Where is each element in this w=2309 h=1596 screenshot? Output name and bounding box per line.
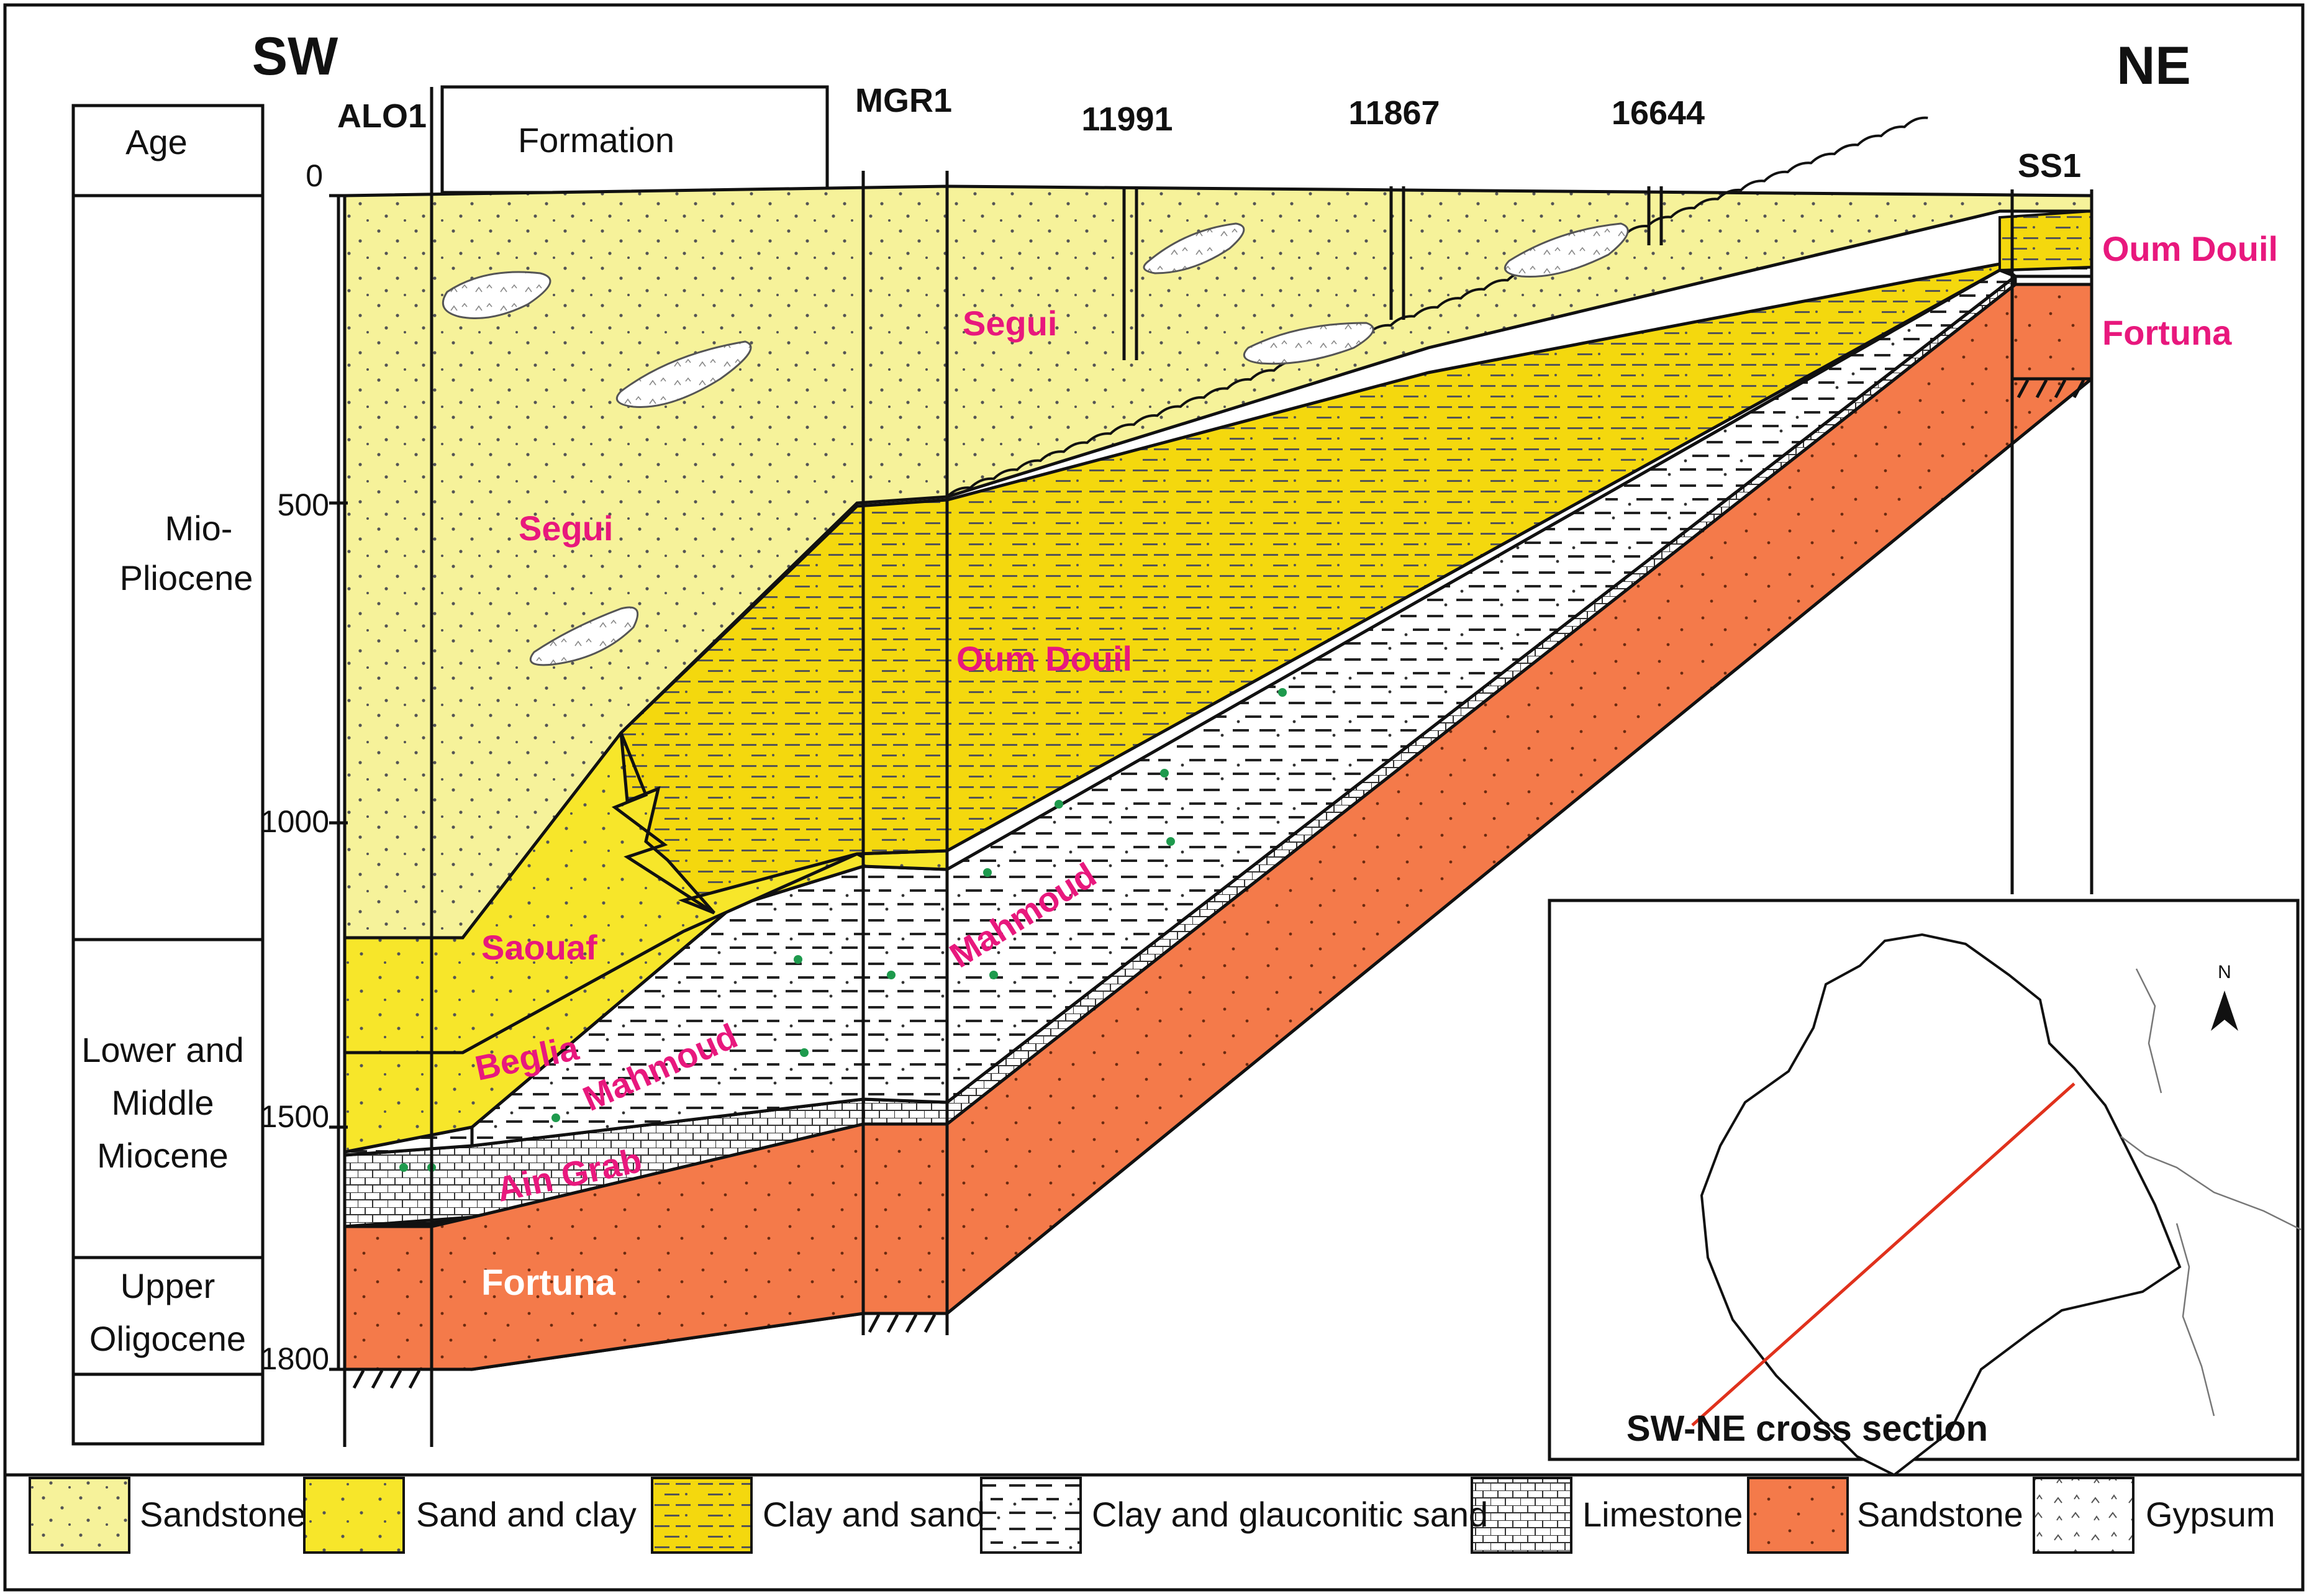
formation-label-saouaf: Saouaf xyxy=(481,928,597,967)
age-header: Age xyxy=(125,122,188,161)
direction-sw: SW xyxy=(252,27,338,86)
legend-label-clay-sand: Clay and sand xyxy=(763,1495,985,1534)
inset-drainage-lines xyxy=(2120,968,2302,1417)
depth-tick-label: 1500 xyxy=(260,1099,329,1134)
formation-label-oum-douil-ss1: Oum Douil xyxy=(2102,229,2278,268)
age-lm-line1: Lower and xyxy=(81,1030,244,1069)
north-arrow-icon xyxy=(2211,991,2238,1031)
depth-tick-label: 1000 xyxy=(260,804,329,839)
well-label-16644: 16644 xyxy=(1612,94,1705,132)
formation-label-oum-douil: Oum Douil xyxy=(956,639,1132,678)
inset-section-line xyxy=(1691,1082,2075,1426)
depth-tick-label: 1800 xyxy=(260,1341,329,1376)
age-lm-line3: Miocene xyxy=(97,1136,229,1175)
depth-axis xyxy=(329,194,348,1371)
legend xyxy=(5,1473,2303,1554)
age-mio-line2: Pliocene xyxy=(120,558,253,597)
figure-frame xyxy=(3,3,2305,1592)
formation-label-segui-mgr1: Segui xyxy=(963,304,1057,343)
well-columns xyxy=(343,87,2094,1447)
inset-map: N xyxy=(1548,899,2302,1477)
age-uo-line2: Oligocene xyxy=(89,1319,246,1358)
inset-north-label: N xyxy=(2218,962,2231,982)
formation-label-segui-alo1: Segui xyxy=(519,509,613,548)
direction-ne: NE xyxy=(2116,36,2190,96)
formation-header: Formation xyxy=(518,120,674,160)
legend-label-sandstone: Sandstone xyxy=(140,1495,306,1534)
gypsum-lenses xyxy=(442,222,1629,666)
formation-label-fortuna-ss1: Fortuna xyxy=(2102,313,2232,352)
inset-caption: SW-NE cross section xyxy=(1626,1408,1988,1449)
age-uo-line1: Upper xyxy=(120,1266,215,1305)
age-lm-line2: Middle xyxy=(112,1083,214,1122)
age-mio-line1: Mio- xyxy=(165,509,233,548)
well-label-11867: 11867 xyxy=(1348,94,1440,132)
well-label-ss1: SS1 xyxy=(2018,147,2081,184)
age-column xyxy=(71,104,265,1446)
depth-tick-label: 500 xyxy=(278,487,329,522)
well-base-hatches xyxy=(345,377,2092,1389)
legend-label-sand-clay: Sand and clay xyxy=(416,1495,637,1534)
legend-label-orange-sandstone: Sandstone xyxy=(1857,1495,2023,1534)
legend-label-glauconitic: Clay and glauconitic sand xyxy=(1092,1495,1488,1534)
legend-label-gypsum: Gypsum xyxy=(2146,1495,2275,1534)
formation-header-box xyxy=(440,85,829,194)
depth-tick-label: 0 xyxy=(306,158,323,193)
glauconite-dots xyxy=(399,688,1287,1172)
well-label-alo1: ALO1 xyxy=(337,97,427,135)
well-label-11991: 11991 xyxy=(1081,101,1173,138)
legend-label-limestone: Limestone xyxy=(1582,1495,1743,1534)
formation-label-fortuna: Fortuna xyxy=(481,1263,616,1303)
well-label-mgr1: MGR1 xyxy=(855,82,952,119)
